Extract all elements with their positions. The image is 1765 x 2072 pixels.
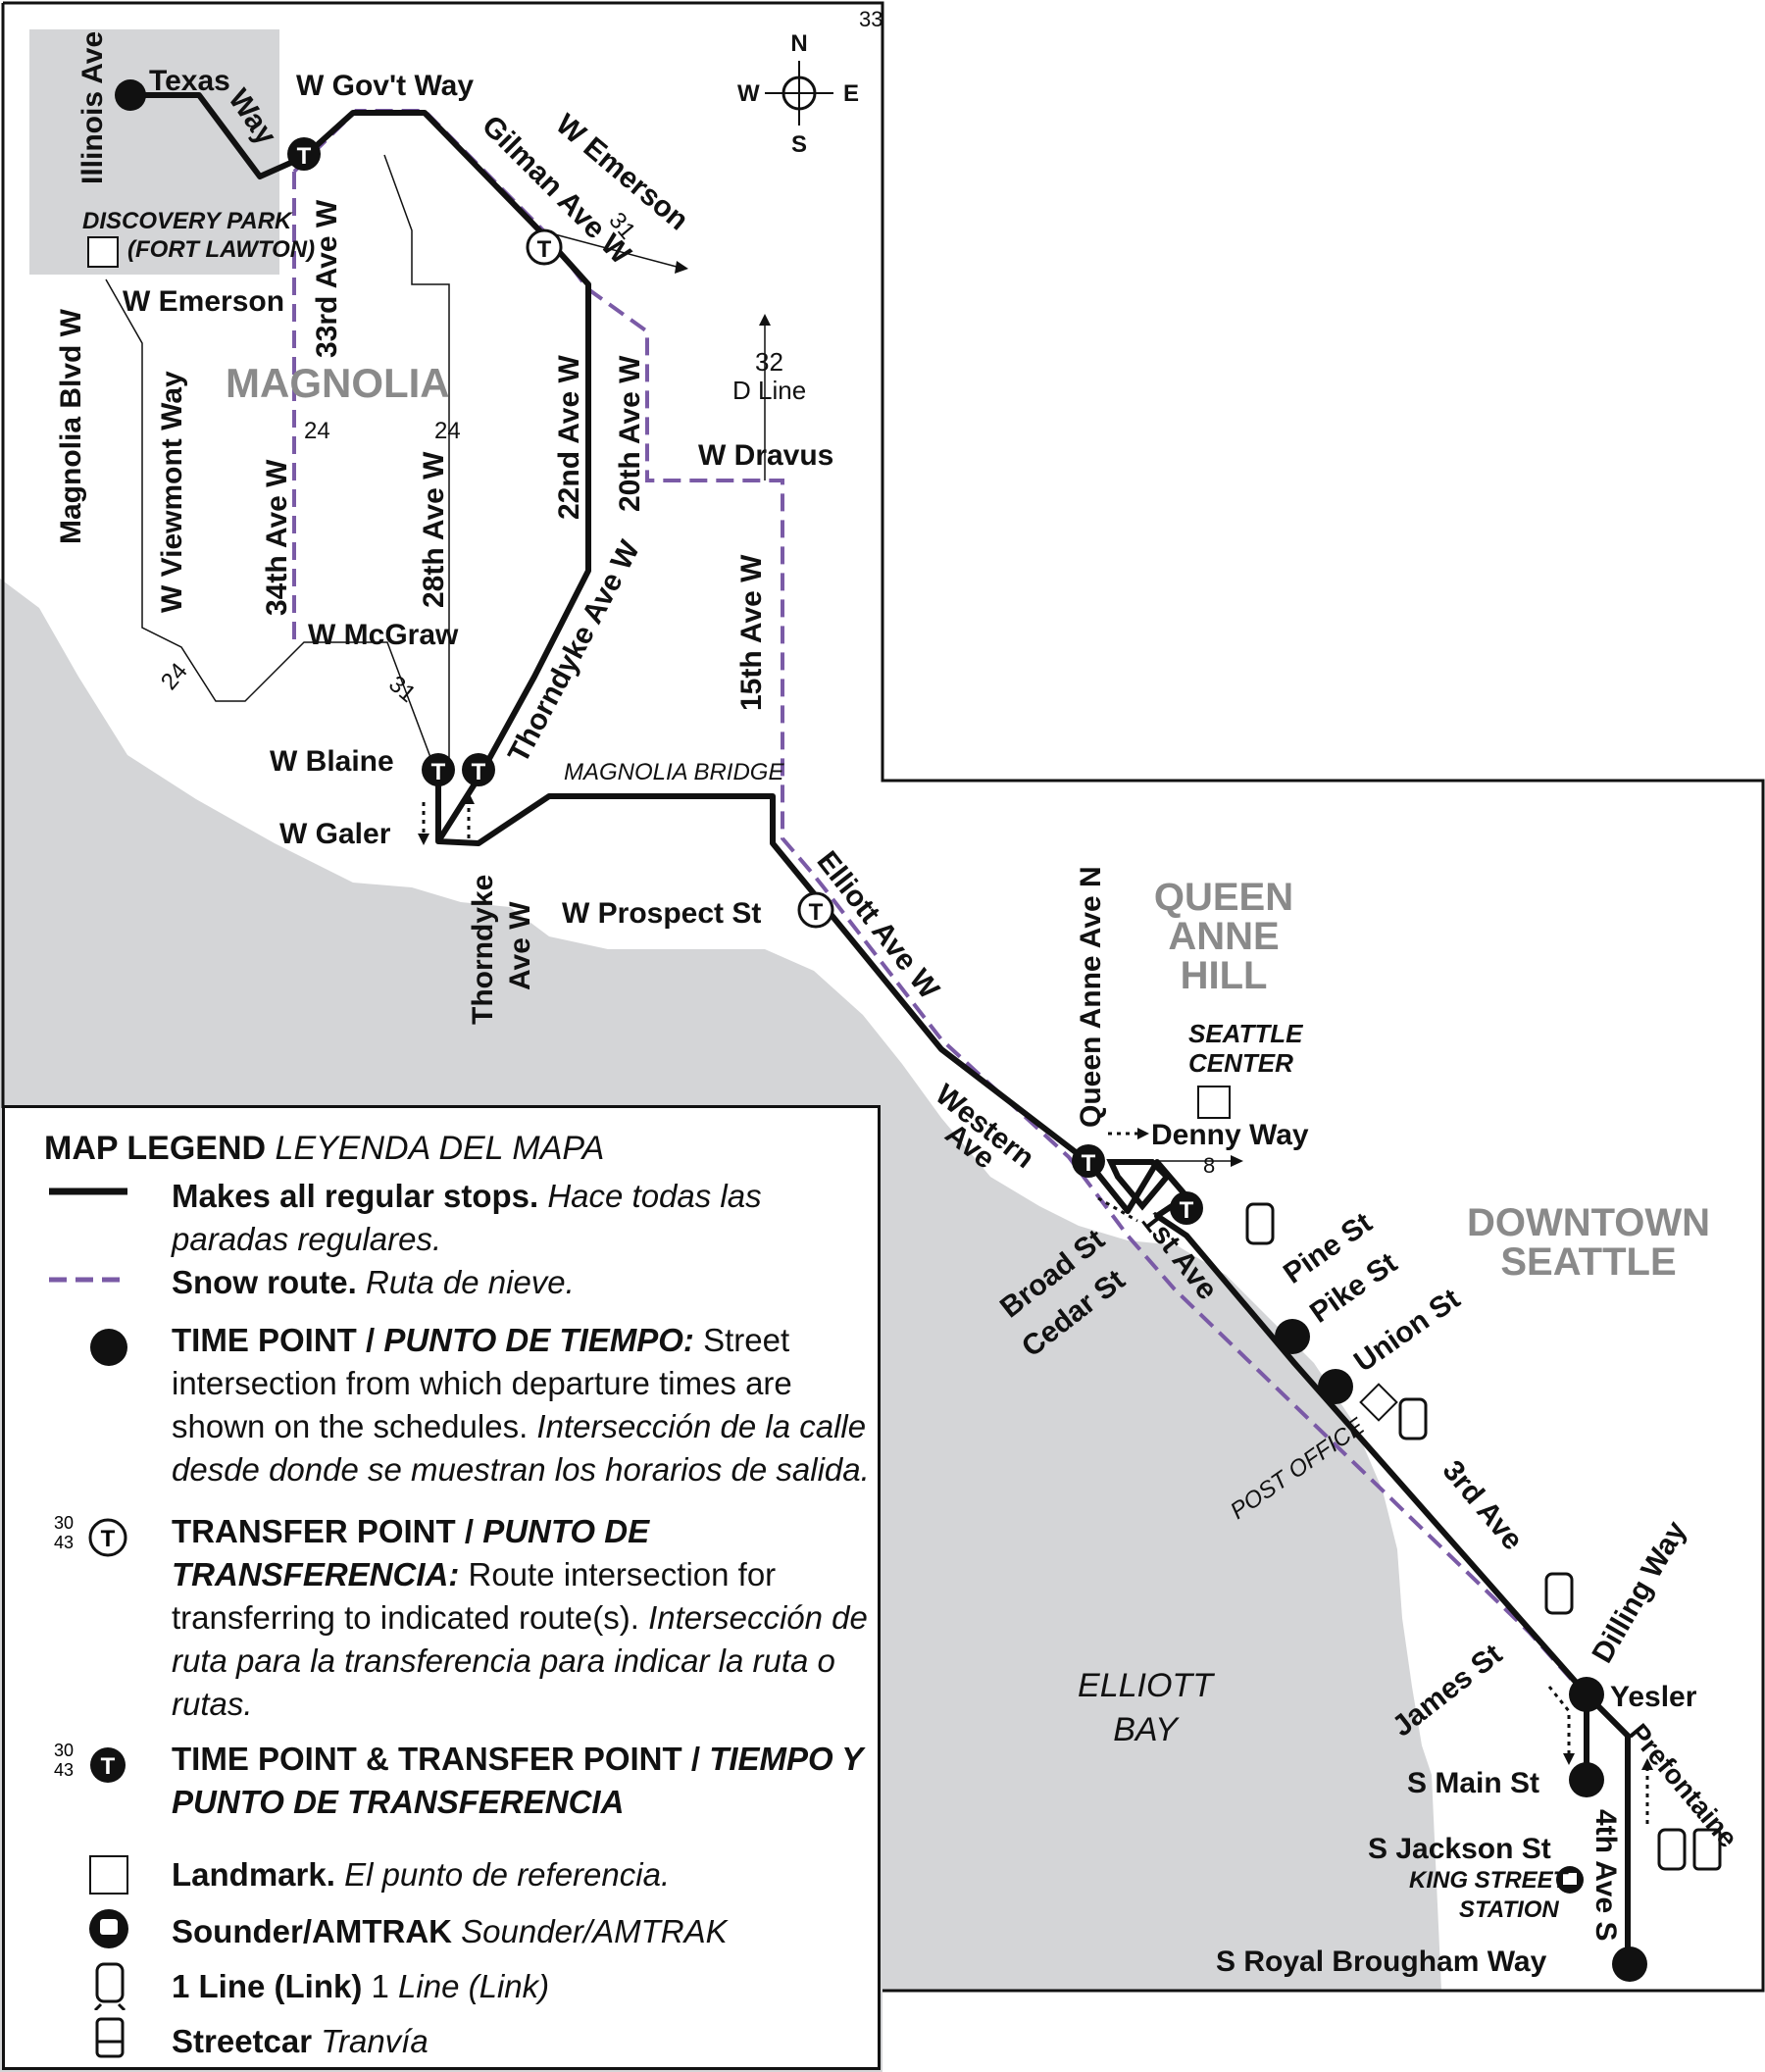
svg-text:30: 30: [54, 1513, 74, 1533]
svg-text:(FORT LAWTON): (FORT LAWTON): [127, 236, 315, 263]
stop-royal-brougham: [1612, 1946, 1647, 1982]
legend-landmark: Landmark. El punto de referencia.: [172, 1856, 671, 1893]
svg-text:Magnolia Blvd W: Magnolia Blvd W: [55, 308, 87, 544]
svg-text:N: N: [790, 30, 807, 57]
svg-text:4th Ave S: 4th Ave S: [1589, 1809, 1622, 1942]
svg-text:W Prospect St: W Prospect St: [562, 897, 761, 930]
svg-text:SEATTLE: SEATTLE: [1500, 1240, 1676, 1284]
svg-text:24: 24: [304, 418, 330, 444]
svg-text:34th Ave W: 34th Ave W: [261, 459, 293, 616]
legend-link: 1 Line (Link) 1 Line (Link): [172, 1968, 550, 2004]
page-number: 33: [859, 7, 882, 31]
discovery-park-area: [29, 29, 279, 275]
svg-text:BAY: BAY: [1113, 1711, 1180, 1748]
svg-text:Ave W: Ave W: [504, 901, 536, 990]
svg-text:CENTER: CENTER: [1188, 1048, 1293, 1078]
area-elliott-bay: ELLIOTT: [1078, 1667, 1215, 1704]
svg-text:T: T: [101, 1753, 116, 1780]
svg-text:W Galer: W Galer: [279, 818, 391, 850]
stop-yesler: [1569, 1677, 1604, 1712]
svg-text:28th Ave W: 28th Ave W: [418, 451, 450, 608]
svg-text:Thorndyke: Thorndyke: [467, 875, 499, 1025]
svg-text:32: 32: [755, 347, 783, 377]
svg-text:D Line: D Line: [732, 376, 806, 405]
stop-texas-way: [115, 79, 146, 111]
svg-text:T: T: [101, 1526, 116, 1552]
area-magnolia: MAGNOLIA: [226, 360, 450, 406]
svg-text:8: 8: [1203, 1153, 1215, 1178]
sounder-icon: [1556, 1866, 1584, 1894]
svg-text:Denny Way: Denny Way: [1151, 1119, 1309, 1151]
svg-text:T: T: [537, 236, 552, 263]
svg-text:S Jackson St: S Jackson St: [1368, 1833, 1551, 1865]
svg-text:20th Ave W: 20th Ave W: [614, 355, 646, 512]
svg-text:KING STREET: KING STREET: [1409, 1867, 1570, 1894]
svg-text:33rd Ave W: 33rd Ave W: [311, 199, 343, 358]
svg-text:T: T: [1180, 1197, 1194, 1224]
svg-text:T: T: [431, 759, 446, 785]
legend-sounder: Sounder/AMTRAK Sounder/AMTRAK: [172, 1913, 728, 1949]
legend-regular-stops: Makes all regular stops. Hace todas las …: [172, 1178, 762, 1257]
svg-text:43: 43: [54, 1533, 74, 1552]
svg-text:43: 43: [54, 1760, 74, 1780]
legend-time-point: TIME POINT / PUNTO DE TIEMPO: Street int…: [172, 1322, 870, 1488]
transfer-points: T T: [526, 228, 834, 929]
svg-text:DISCOVERY PARK: DISCOVERY PARK: [82, 208, 293, 234]
svg-text:T: T: [1082, 1150, 1096, 1177]
time-transfer-points: T T T T T: [287, 137, 1203, 1225]
svg-text:W Gov't Way: W Gov't Way: [296, 70, 474, 102]
svg-text:30: 30: [54, 1741, 74, 1760]
landmark-discovery-park: [87, 236, 119, 268]
map-panel-border: [3, 1, 1765, 1993]
svg-text:MAGNOLIA BRIDGE: MAGNOLIA BRIDGE: [564, 759, 784, 785]
svg-text:Texas: Texas: [149, 65, 230, 97]
svg-text:ANNE: ANNE: [1168, 915, 1279, 958]
streetcar-icon: [1692, 1828, 1722, 1871]
link-rail-icon: [1245, 1202, 1687, 1871]
svg-text:T: T: [472, 759, 486, 785]
legend-time-transfer-point: TIME POINT & TRANSFER POINT / TIEMPO Y P…: [172, 1741, 863, 1820]
svg-text:W Viewmont Way: W Viewmont Way: [156, 371, 188, 613]
legend-transfer-point: TRANSFER POINT / PUNTO DE TRANSFERENCIA:…: [172, 1513, 868, 1722]
svg-text:Yesler: Yesler: [1610, 1681, 1697, 1713]
area-queen-anne: QUEEN: [1154, 876, 1293, 919]
svg-text:W Blaine: W Blaine: [270, 745, 394, 778]
time-points: [115, 79, 1647, 1982]
svg-text:T: T: [809, 899, 824, 926]
legend-title: MAP LEGEND LEYENDA DEL MAPA: [44, 1130, 605, 1167]
landmark-seattle-center: [1197, 1086, 1231, 1119]
svg-text:24: 24: [434, 418, 461, 444]
svg-text:T: T: [297, 143, 312, 170]
svg-text:W McGraw: W McGraw: [308, 619, 459, 651]
svg-text:15th Ave W: 15th Ave W: [735, 554, 768, 711]
stop-union: [1318, 1369, 1353, 1404]
svg-text:Illinois Ave: Illinois Ave: [76, 31, 109, 184]
stop-pike: [1275, 1319, 1310, 1354]
svg-text:E: E: [843, 80, 859, 107]
svg-text:S Main St: S Main St: [1407, 1767, 1539, 1799]
legend-snow-route: Snow route. Ruta de nieve.: [172, 1264, 575, 1300]
svg-text:STATION: STATION: [1459, 1896, 1559, 1923]
svg-text:22nd Ave W: 22nd Ave W: [553, 355, 585, 520]
svg-text:W Dravus: W Dravus: [698, 439, 833, 472]
svg-text:Queen Anne Ave N: Queen Anne Ave N: [1075, 866, 1107, 1128]
svg-text:W Emerson: W Emerson: [123, 285, 284, 318]
svg-text:HILL: HILL: [1181, 954, 1268, 997]
landmark-post-office: [1359, 1383, 1398, 1422]
stop-main: [1569, 1762, 1604, 1797]
area-downtown: DOWNTOWN: [1467, 1201, 1710, 1244]
legend-streetcar: Streetcar Tranvía: [172, 2023, 429, 2059]
svg-text:SEATTLE: SEATTLE: [1188, 1019, 1303, 1048]
other-routes: [105, 154, 766, 761]
main-route: [130, 92, 1631, 1964]
map-legend: MAP LEGEND LEYENDA DEL MAPA Makes all re…: [2, 1105, 881, 2070]
svg-text:S Royal Brougham Way: S Royal Brougham Way: [1216, 1946, 1547, 1978]
svg-text:W: W: [737, 80, 760, 107]
svg-text:S: S: [791, 131, 807, 158]
compass-rose: N S E W: [737, 30, 859, 158]
